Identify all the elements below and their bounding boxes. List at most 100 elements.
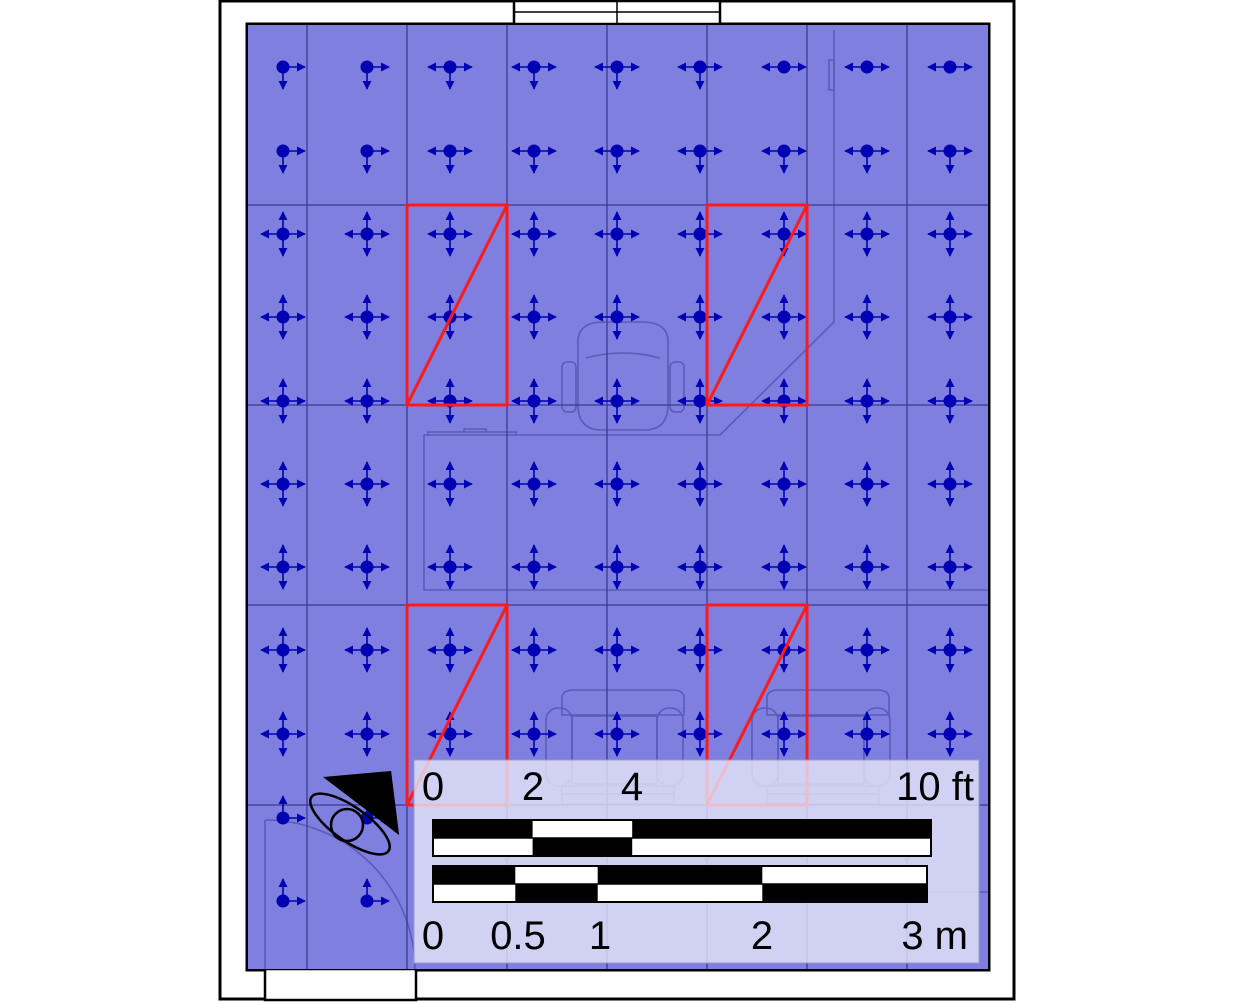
calc-point-icon xyxy=(594,211,640,257)
desk-icon xyxy=(423,30,988,591)
metric-scale: 0 0.5 1 2 3 m xyxy=(422,865,968,958)
calc-point-icon xyxy=(844,294,890,340)
calc-point-icon xyxy=(427,711,473,757)
calc-point-icon xyxy=(260,294,306,340)
calc-point-icon xyxy=(260,627,306,673)
calc-point-icon xyxy=(360,878,390,908)
scale-label-ft-4: 4 xyxy=(621,765,643,809)
calc-point-icon xyxy=(761,60,807,74)
calc-point-icon xyxy=(427,544,473,590)
calc-point-icon xyxy=(511,60,557,90)
calc-point-icon xyxy=(276,60,306,90)
calc-point-icon xyxy=(344,294,390,340)
calc-point-icon xyxy=(344,544,390,590)
calc-point-icon xyxy=(511,378,557,424)
scale-bar: 0 2 4 10 ft 0 0.5 1 2 3 m xyxy=(413,759,980,964)
calc-point-icon xyxy=(427,211,473,257)
calc-point-icon xyxy=(927,627,973,673)
calc-point-icon xyxy=(844,211,890,257)
calc-point-icon xyxy=(427,144,473,174)
calc-point-icon xyxy=(260,378,306,424)
calc-point-icon xyxy=(260,711,306,757)
calc-point-icon xyxy=(260,544,306,590)
calc-point-icon xyxy=(677,144,723,174)
calc-point-icon xyxy=(427,60,473,90)
calc-point-icon xyxy=(927,461,973,507)
calc-point-icon xyxy=(844,544,890,590)
calc-point-icon xyxy=(276,878,306,908)
calc-point-icon xyxy=(761,461,807,507)
calc-point-icon xyxy=(761,211,807,257)
calc-point-icon xyxy=(761,294,807,340)
calc-point-icon xyxy=(927,144,973,174)
calc-point-icon xyxy=(594,627,640,673)
scale-label-m-0: 0 xyxy=(422,914,444,958)
scale-label-ft-10: 10 ft xyxy=(896,765,974,809)
calc-point-icon xyxy=(761,144,807,174)
scale-label-ft-2: 2 xyxy=(522,765,544,809)
calc-point-icon xyxy=(677,60,723,90)
calc-point-icon xyxy=(927,211,973,257)
calc-point-icon xyxy=(260,211,306,257)
luminaire-icon xyxy=(705,203,809,407)
calc-point-icon xyxy=(594,144,640,174)
calc-point-icon xyxy=(844,627,890,673)
calc-point-icon xyxy=(511,461,557,507)
calc-point-icon xyxy=(594,294,640,340)
calc-point-icon xyxy=(511,711,557,757)
door-swing-icon xyxy=(264,819,416,970)
window-icon xyxy=(512,0,722,26)
scale-label-m-0-5: 0.5 xyxy=(490,914,546,958)
scale-label-m-3: 3 m xyxy=(901,914,968,958)
calc-point-icon xyxy=(511,627,557,673)
calc-point-icon xyxy=(844,461,890,507)
calc-point-icon xyxy=(260,461,306,507)
luminaire-icon xyxy=(405,203,509,407)
calc-point-icon xyxy=(927,378,973,424)
scale-panel xyxy=(413,759,980,964)
calc-point-icon xyxy=(761,711,807,757)
scale-label-ft-0: 0 xyxy=(422,765,444,809)
calc-point-icon xyxy=(677,461,723,507)
calc-point-icon xyxy=(344,461,390,507)
calc-point-icon xyxy=(927,60,973,74)
calc-point-icon xyxy=(677,378,723,424)
calc-point-icon xyxy=(594,60,640,90)
calc-point-icon xyxy=(844,711,890,757)
calc-point-icon xyxy=(927,544,973,590)
calc-point-icon xyxy=(427,461,473,507)
calc-point-icon xyxy=(594,544,640,590)
calc-point-icon xyxy=(344,627,390,673)
calc-point-icon xyxy=(844,144,890,174)
calc-point-icon xyxy=(344,378,390,424)
calc-point-icon xyxy=(276,144,306,174)
calc-point-icon xyxy=(344,711,390,757)
scale-label-m-1: 1 xyxy=(589,914,611,958)
calc-point-icon xyxy=(344,211,390,257)
calc-point-icon xyxy=(511,211,557,257)
calc-point-icon xyxy=(360,144,390,174)
door-opening xyxy=(263,967,418,1002)
calc-point-icon xyxy=(761,544,807,590)
calc-point-icon xyxy=(677,211,723,257)
calc-point-icon xyxy=(276,795,306,825)
imperial-scale: 0 2 4 10 ft xyxy=(422,765,974,857)
calc-point-icon xyxy=(594,461,640,507)
calc-point-icon xyxy=(927,711,973,757)
calc-point-icon xyxy=(677,627,723,673)
scale-label-m-2: 2 xyxy=(751,914,773,958)
calc-point-icon xyxy=(677,294,723,340)
calc-point-icon xyxy=(511,294,557,340)
calc-point-icon xyxy=(677,544,723,590)
calc-point-icon xyxy=(844,378,890,424)
calc-point-icon xyxy=(360,60,390,90)
calc-point-icon xyxy=(594,378,640,424)
calc-point-icon xyxy=(427,627,473,673)
north-arrow-icon xyxy=(309,771,399,856)
calc-point-icon xyxy=(511,544,557,590)
calc-point-icon xyxy=(511,144,557,174)
calc-point-icon xyxy=(677,711,723,757)
calc-point-icon xyxy=(927,294,973,340)
calc-point-icon xyxy=(844,60,890,74)
